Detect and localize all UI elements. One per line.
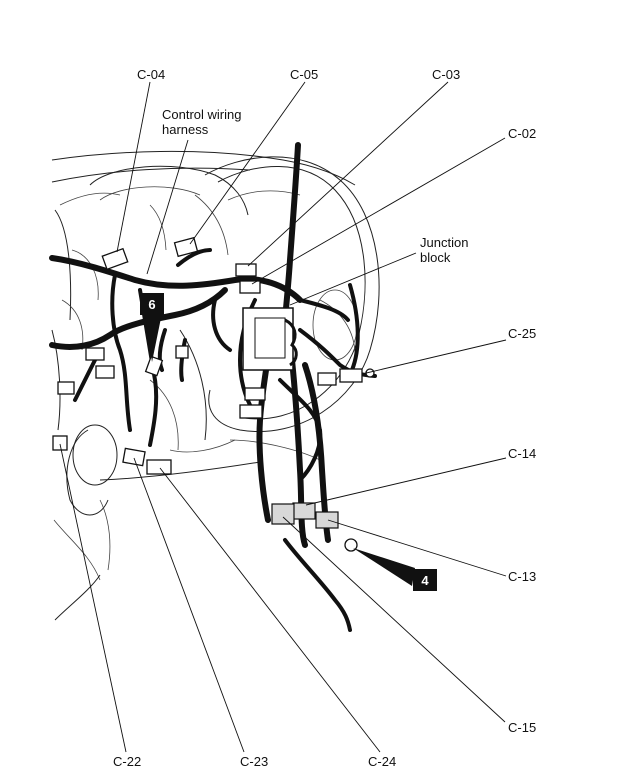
connector-c25 xyxy=(339,368,363,383)
connectors xyxy=(52,236,375,552)
callout-labels: C-04 C-05 C-03 C-02 Control wiring harne… xyxy=(113,67,536,769)
badge-4-label: 4 xyxy=(421,573,429,588)
label-c25: C-25 xyxy=(508,326,536,341)
label-c14: C-14 xyxy=(508,446,536,461)
label-control-wiring-line1: Control wiring xyxy=(162,107,241,122)
connector-c15 xyxy=(271,503,295,525)
badge-4: 4 xyxy=(413,569,437,591)
label-c05: C-05 xyxy=(290,67,318,82)
leader-lines xyxy=(59,81,507,753)
connector-c03 xyxy=(235,263,257,277)
junction-block xyxy=(242,307,298,371)
connector-c04 xyxy=(101,247,129,271)
badge-4-pointer xyxy=(353,548,415,586)
connector-c13 xyxy=(315,511,339,529)
connector-c24 xyxy=(146,459,172,475)
label-c15: C-15 xyxy=(508,720,536,735)
connector-c02 xyxy=(239,280,261,294)
badge-6-label: 6 xyxy=(148,297,155,312)
connector-c23 xyxy=(122,447,146,467)
label-control-wiring-line2: harness xyxy=(162,122,209,137)
label-c23: C-23 xyxy=(240,754,268,769)
label-junction-line2: block xyxy=(420,250,451,265)
connector-c14 xyxy=(292,502,316,520)
label-c04: C-04 xyxy=(137,67,165,82)
label-c22: C-22 xyxy=(113,754,141,769)
label-c02: C-02 xyxy=(508,126,536,141)
label-c03: C-03 xyxy=(432,67,460,82)
badge-6: 6 xyxy=(140,293,164,315)
badge-6-pointer xyxy=(145,313,162,362)
label-c24: C-24 xyxy=(368,754,396,769)
connector-c22 xyxy=(52,435,68,451)
label-c13: C-13 xyxy=(508,569,536,584)
label-junction-line1: Junction xyxy=(420,235,468,250)
